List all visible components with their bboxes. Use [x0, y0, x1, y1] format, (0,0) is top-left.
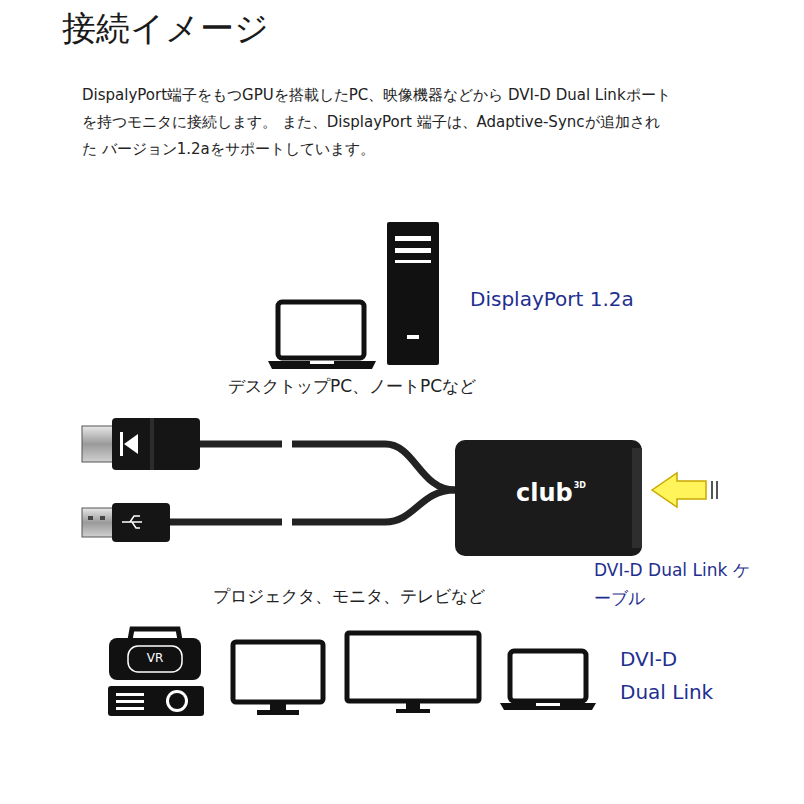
input-arrow	[716, 481, 718, 499]
vr-projector-icon	[169, 693, 185, 709]
tower-pc-icon	[395, 236, 431, 241]
monitor-icon	[270, 703, 286, 711]
page-title: 接続イメージ	[62, 6, 269, 50]
laptop-icon	[310, 361, 334, 364]
vr-projector-icon	[128, 646, 182, 672]
tower-pc-icon	[395, 260, 431, 263]
displayport-plug	[150, 418, 154, 470]
interface-label: DVI-D Dual Link	[620, 643, 725, 709]
vr-projector-icon	[116, 693, 144, 696]
description-text: DispalyPort端子をもつGPUを搭載したPC、映像機器などから DVI-…	[82, 82, 672, 163]
tower-pc-icon	[395, 248, 431, 253]
tv-icon	[347, 633, 479, 713]
usb-plug	[82, 503, 170, 542]
displayport-plug	[124, 434, 138, 454]
tower-pc-icon	[387, 222, 439, 365]
brand-logo: club	[516, 478, 573, 509]
adapter-cable	[168, 519, 282, 526]
vr-projector-icon	[116, 700, 144, 703]
source-devices-label: デスクトップPC、ノートPCなど	[228, 375, 476, 397]
brand-logo-sup: 3D	[574, 481, 586, 491]
vr-text: VR	[147, 651, 164, 667]
target-devices-label: プロジェクタ、モニタ、テレビなど	[213, 585, 485, 607]
adapter-cable	[198, 441, 282, 448]
tv-icon	[406, 702, 420, 710]
input-arrow	[652, 473, 706, 507]
monitor-icon	[233, 642, 323, 715]
tv-icon	[347, 633, 479, 701]
usb-plug	[82, 508, 114, 537]
adapter-box	[455, 440, 642, 556]
laptop-icon	[500, 703, 596, 710]
adapter-box	[455, 440, 642, 556]
vr-projector-icon	[108, 686, 204, 716]
displayport-plug	[112, 418, 200, 470]
adapter-box	[632, 448, 642, 548]
adapter-cable	[168, 444, 455, 522]
displayport-plug	[82, 418, 200, 470]
adapter-cable	[292, 444, 455, 490]
tv-icon	[396, 709, 430, 713]
tower-pc-icon	[407, 335, 419, 339]
laptop-icon	[268, 302, 376, 369]
vr-projector-icon	[109, 638, 201, 680]
laptop-icon	[510, 651, 586, 701]
laptop-icon	[536, 703, 560, 706]
adapter-cable	[292, 490, 455, 522]
input-arrow	[652, 473, 718, 507]
displayport-plug	[120, 432, 123, 456]
usb-plug	[88, 516, 93, 520]
laptop-icon	[268, 361, 376, 369]
laptop-icon	[278, 302, 364, 358]
cable-label: DVI-D Dual Link ケーブル	[594, 556, 764, 612]
port-label: DisplayPort 1.2a	[470, 286, 634, 312]
displayport-plug	[82, 426, 114, 462]
monitor-icon	[257, 710, 299, 715]
usb-plug	[112, 503, 170, 542]
monitor-icon	[233, 642, 323, 702]
tower-pc-icon	[387, 222, 439, 365]
usb-plug	[100, 516, 105, 520]
input-arrow	[711, 481, 713, 499]
usb-plug	[122, 516, 142, 528]
vr-projector-icon	[108, 629, 204, 716]
laptop-icon	[500, 651, 596, 710]
vr-projector-icon	[166, 690, 188, 712]
vr-projector-icon	[116, 707, 144, 710]
